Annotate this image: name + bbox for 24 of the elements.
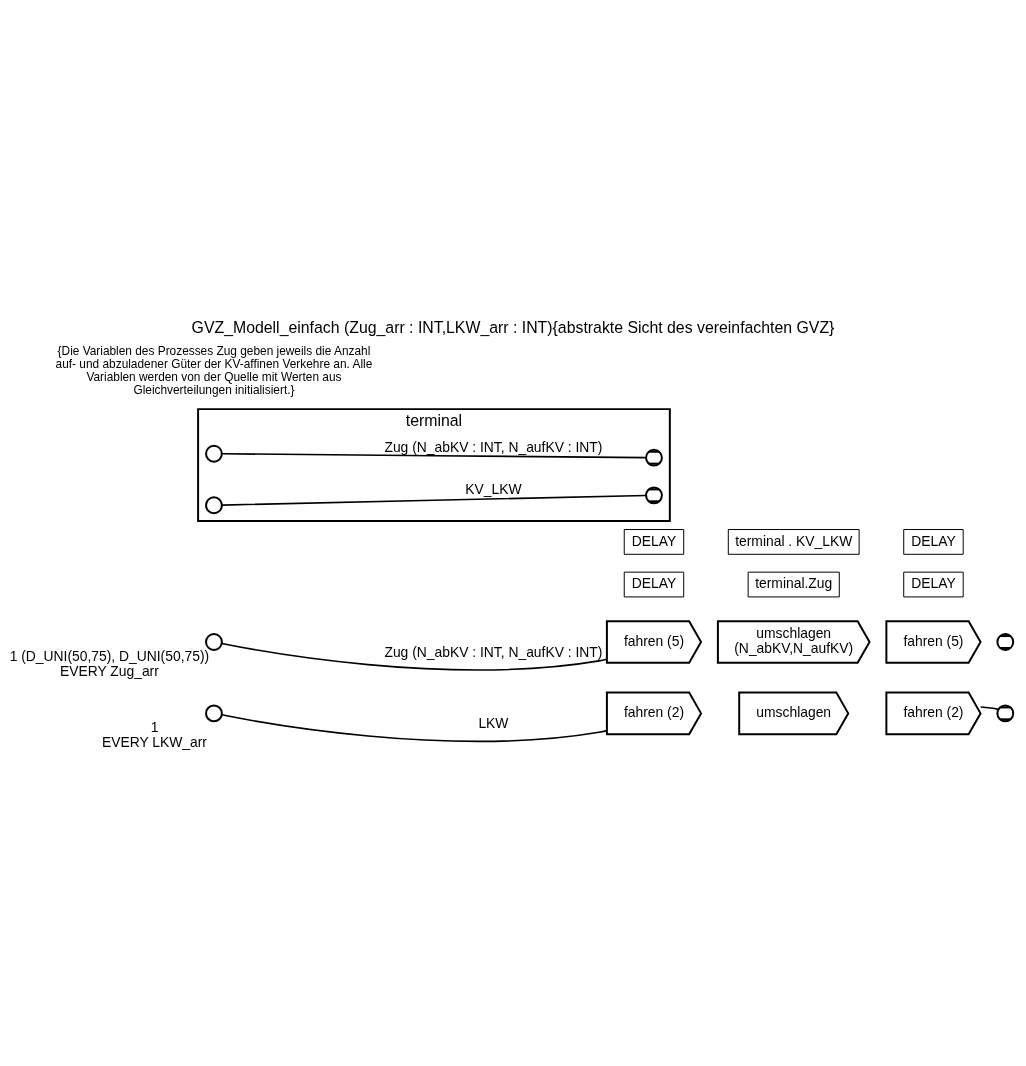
node-circle <box>205 495 223 514</box>
connector <box>221 642 608 671</box>
connector <box>979 705 999 710</box>
label: {Die Variablen des Prozesses Zug geben jeweils die Anzahl auf- und abzuladener Güter der KV-affinen Verkehre an. Alle Variablen werden von der Quelle mit Werten aus Gleichverteilungen initialisiert.} <box>55 343 373 397</box>
node-box: DELAY <box>623 571 685 597</box>
connector <box>221 713 608 742</box>
connector <box>221 494 647 506</box>
edge-label: Zug (N_abKV : INT, N_aufKV : INT) <box>384 643 603 660</box>
node-label: EVERY LKW_arr <box>101 733 207 750</box>
node-circle <box>205 444 223 463</box>
diagram-title: GVZ_Modell_einfach (Zug_arr : INT,LKW_arr : INT){abstrakte Sicht des vereinfachten GVZ} <box>191 318 835 336</box>
node-box: terminal . KV_LKW <box>727 528 860 555</box>
node-box: DELAY <box>903 528 964 555</box>
node-box: DELAY <box>903 571 964 597</box>
node-box: DELAY <box>623 528 685 555</box>
node-circle <box>205 703 223 722</box>
node-circle <box>205 632 223 651</box>
node-label: 1 (D_UNI(50,75), D_UNI(50,75)) <box>9 647 210 664</box>
edge-label: Zug (N_abKV : INT, N_aufKV : INT) <box>384 438 603 455</box>
node-box: terminal.Zug <box>747 571 840 597</box>
edge-label: KV_LKW <box>465 480 522 497</box>
edge-label: LKW <box>478 714 509 731</box>
connector <box>221 452 647 458</box>
node-label: 1 <box>150 718 159 735</box>
